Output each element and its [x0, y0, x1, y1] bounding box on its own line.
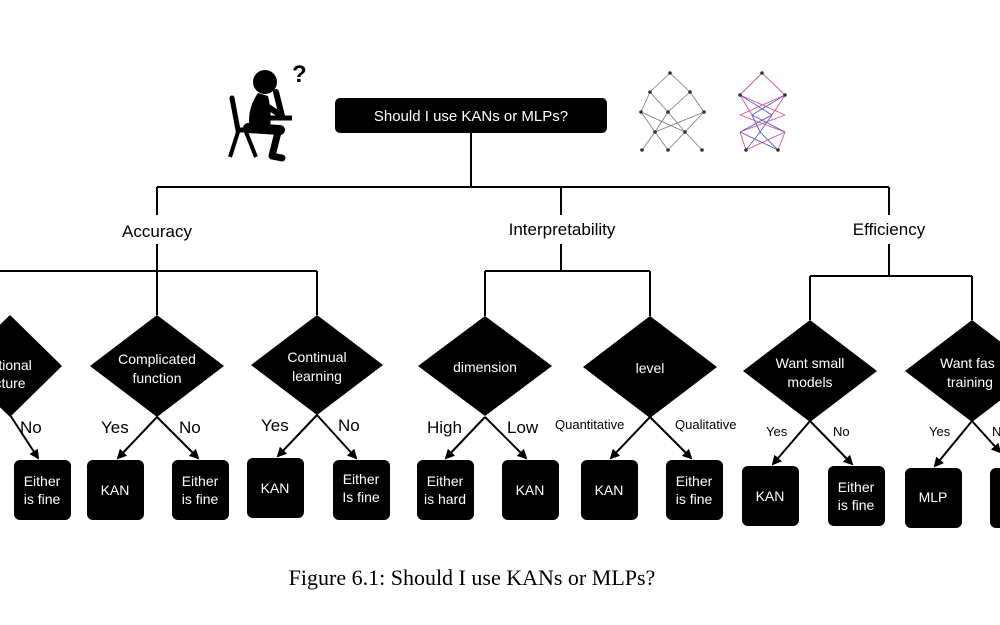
decision-dimension-line1: dimension [453, 359, 517, 375]
outcome-box: KAN [742, 466, 799, 526]
outcome-box: KAN [502, 460, 559, 520]
outcome-line2: Is fine [342, 489, 380, 505]
edge-labels: No Yes No Yes No High Low Quantitative Q… [20, 416, 1000, 439]
thinking-person-icon [228, 70, 292, 162]
outcome-line1: Either [343, 471, 380, 487]
decision-small-models: Want small models [743, 320, 877, 422]
root-question-node: Should I use KANs or MLPs? [335, 98, 607, 133]
outcome-line2: is fine [24, 491, 61, 507]
outcome-box: Either is fine [172, 460, 229, 520]
outcome-boxes: Either is fine KAN Either is fine KAN Ei… [14, 458, 1000, 528]
question-mark-icon: ? [292, 61, 307, 88]
outcome-box: KAN [247, 458, 304, 518]
decision-dimension: dimension [418, 316, 552, 416]
outcome-box: Either is fine [666, 460, 723, 520]
decision-small-models-line1: Want small [776, 355, 845, 371]
outcome-line1: KAN [756, 488, 785, 504]
decision-level: level [583, 316, 717, 418]
decision-complicated-line2: function [132, 370, 181, 386]
edge-complicated-yes: Yes [101, 418, 129, 437]
outcome-box: Either is fine [828, 466, 885, 526]
edge-small-no: No [833, 424, 850, 439]
outcome-line1: KAN [516, 482, 545, 498]
decision-complicated-function: Complicated function [90, 315, 224, 417]
outcome-line1: Either [182, 473, 219, 489]
outcome-box: Either Is fine [333, 460, 390, 520]
criterion-accuracy: Accuracy [122, 222, 192, 241]
decision-small-models-line2: models [787, 374, 832, 390]
decision-level-line1: level [636, 360, 665, 376]
connector-lines [0, 131, 973, 320]
decision-fast-training: Want fas training [905, 320, 1000, 422]
decision-continual-line2: learning [292, 368, 342, 384]
outcome-box: Either is fine [14, 460, 71, 520]
edge-level-quantitative: Quantitative [555, 417, 624, 432]
edge-dimension-low: Low [507, 418, 539, 437]
outcome-line1: Either [427, 473, 464, 489]
edge-dimension-high: High [427, 418, 462, 437]
kan-network-icon [639, 71, 706, 152]
edge-fast-no: N [992, 424, 1000, 439]
edge-compositional-no: No [20, 418, 42, 437]
outcome-line1: KAN [101, 482, 130, 498]
outcome-line1: Either [838, 479, 875, 495]
outcome-line1: Either [24, 473, 61, 489]
decision-compositional-line2: cture [0, 375, 26, 391]
edge-small-yes: Yes [766, 424, 788, 439]
edge-continual-no: No [338, 416, 360, 435]
criterion-efficiency: Efficiency [853, 220, 926, 239]
edge-continual-yes: Yes [261, 416, 289, 435]
outcome-box: KAN [87, 460, 144, 520]
criterion-interpretability: Interpretability [509, 220, 616, 239]
edge-level-qualitative: Qualitative [675, 417, 736, 432]
outcome-box: Either is hard [417, 460, 474, 520]
edge-complicated-no: No [179, 418, 201, 437]
outcome-line1: KAN [261, 480, 290, 496]
outcome-line2: is hard [424, 491, 466, 507]
decision-compositional-line1: sitional [0, 357, 32, 373]
decision-compositional-structure: sitional cture [0, 315, 62, 417]
decision-continual-learning: Continual learning [251, 315, 383, 415]
outcome-box-cropped [990, 468, 1000, 528]
outcome-box: MLP [905, 468, 962, 528]
figure-caption: Figure 6.1: Should I use KANs or MLPs? [289, 565, 656, 590]
outcome-line1: Either [676, 473, 713, 489]
decision-fast-training-line2: training [947, 374, 993, 390]
outcome-line2: is fine [676, 491, 713, 507]
outcome-line2: is fine [182, 491, 219, 507]
decision-complicated-line1: Complicated [118, 351, 196, 367]
edge-fast-yes: Yes [929, 424, 951, 439]
mlp-network-icon [738, 71, 787, 152]
outcome-line2: is fine [838, 497, 875, 513]
outcome-line1: KAN [595, 482, 624, 498]
outcome-box: KAN [581, 460, 638, 520]
decision-fast-training-line1: Want fas [940, 355, 995, 371]
root-question-text: Should I use KANs or MLPs? [374, 108, 568, 125]
decision-continual-line1: Continual [287, 349, 346, 365]
outcome-line1: MLP [919, 489, 948, 505]
decision-arrows [9, 414, 1000, 468]
